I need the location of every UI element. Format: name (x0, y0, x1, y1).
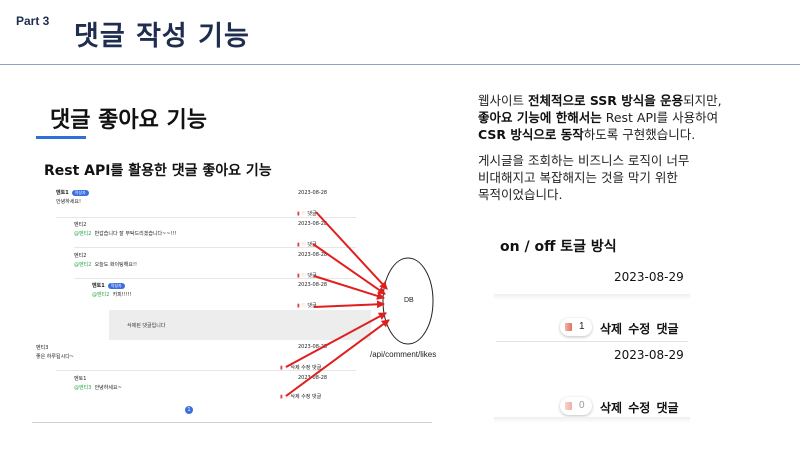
like-toggle-button[interactable]: 0 (560, 397, 592, 415)
comment-date: 2023-08-28 (298, 344, 328, 350)
like-count: 0 (579, 400, 585, 411)
like-icon[interactable]: ▮ ♡ (297, 273, 306, 279)
page-title: 댓글 작성 기능 (74, 21, 250, 52)
section-subtitle: Rest API를 활용한 댓글 좋아요 기능 (44, 163, 272, 179)
desc-line: 비대해지고 복잡해지는 것을 막기 위한 (478, 170, 678, 185)
desc-text: 하도록 구현했습니다. (583, 127, 696, 142)
section-underline (36, 136, 86, 139)
comment-text-row: @멘티2 오늘도 화이팅해요!! (74, 261, 137, 268)
comment-text: 안녕하세요~ (94, 385, 122, 391)
comment-date: 2023-08-28 (298, 252, 328, 258)
toggle-title: on / off 토글 방식 (500, 239, 617, 255)
desc-text: 웹사이트 (478, 93, 528, 108)
description-paragraph-1: 웹사이트 전체적으로 SSR 방식을 운용되지만, 좋아요 기능에 한해서는 R… (478, 92, 722, 143)
comment-like-reply: ▮ ♡ 댓글 (297, 272, 317, 279)
author-badge: 작성자 (107, 283, 125, 289)
comment-actions: ▮ ♡ 삭제 수정 댓글 (280, 393, 321, 400)
row-shadow (494, 417, 690, 423)
comment-date: 2023-08-28 (298, 375, 328, 381)
reply-link[interactable]: 댓글 (307, 211, 317, 217)
description-paragraph-2: 게시글을 조회하는 비즈니스 로직이 너무 비대해지고 복잡해지는 것을 막기 … (478, 152, 689, 203)
like-icon[interactable]: ▮ ♡ (297, 242, 306, 248)
comment-date: 2023-08-28 (298, 221, 328, 227)
comment-date: 2023-08-29 (614, 270, 684, 284)
comment-author: 멘티3 (36, 345, 49, 351)
comment-text: 안녕하세요! (56, 199, 82, 205)
comment-text: 반갑습니다 잘 부탁드리겠습니다~~!!! (94, 231, 177, 237)
pagination-page[interactable]: 1 (185, 406, 193, 414)
author-badge: 작성자 (71, 190, 89, 196)
like-icon[interactable]: ▮ ♡ (280, 394, 289, 400)
row-shadow (494, 294, 690, 300)
like-count: 1 (579, 321, 585, 332)
deleted-comment-text: 삭제된 댓글입니다 (127, 323, 166, 329)
comment-mention: @멘티2 (74, 262, 92, 268)
comment-date: 2023-08-28 (298, 282, 328, 288)
reply-link[interactable]: 댓글 (307, 273, 317, 279)
section-title: 댓글 좋아요 기능 (50, 108, 207, 133)
comment-mention: @멘티2 (74, 231, 92, 237)
like-icon[interactable]: ▮ ♡ (297, 211, 306, 217)
comment-action-links[interactable]: 삭제 수정 댓글 (290, 394, 322, 400)
comment-text: 좋은 하루됩시다~ (36, 354, 74, 360)
comment-text: 오늘도 화이팅해요!! (94, 262, 137, 268)
db-label: DB (404, 297, 414, 304)
comment-author: 멘토1 (74, 376, 87, 382)
desc-text: Rest API를 사용하여 (601, 110, 719, 125)
comment-like-reply: ▮ ♡ 댓글 (297, 210, 317, 217)
like-icon (565, 402, 572, 410)
comment-mention: @멘티2 (92, 292, 110, 298)
desc-line: 목적이었습니다. (478, 187, 563, 202)
mock-bottom-divider (32, 422, 432, 423)
api-endpoint-label: /api/comment/likes (370, 350, 437, 359)
row-divider (496, 341, 688, 342)
comment-author: 멘토1 (92, 283, 105, 289)
comment-divider (74, 247, 356, 248)
deleted-comment: 삭제된 댓글입니다 (109, 310, 371, 340)
reply-link[interactable]: 댓글 (307, 303, 317, 309)
desc-emphasis: 좋아요 기능에 한해서는 (478, 110, 602, 125)
comment-divider (56, 370, 356, 371)
comment-date: 2023-08-28 (298, 190, 328, 196)
comment-like-reply: ▮ ♡ 댓글 (297, 241, 317, 248)
like-icon[interactable]: ▮ ♡ (297, 303, 306, 309)
part-label: Part 3 (16, 14, 50, 28)
comment-text: 카피!!!!! (112, 292, 132, 298)
desc-emphasis: 전체적으로 SSR 방식을 운용 (527, 93, 684, 108)
desc-text: 되지만, (683, 93, 722, 108)
comment-author: 멘토1 (56, 190, 69, 196)
desc-line: 게시글을 조회하는 비즈니스 로직이 너무 (478, 153, 690, 168)
comment-text-row: @멘티2 카피!!!!! (92, 291, 132, 298)
comment-divider (56, 217, 356, 218)
comment-divider (74, 278, 356, 279)
comment-mention: @멘티3 (74, 385, 92, 391)
comment-text-row: @멘티2 반갑습니다 잘 부탁드리겠습니다~~!!! (74, 230, 177, 237)
like-icon (565, 323, 572, 331)
comment-date: 2023-08-29 (614, 348, 684, 362)
header-divider (0, 64, 800, 65)
like-icon[interactable]: ▮ ♡ (280, 365, 289, 371)
comment-author: 멘티2 (74, 222, 87, 228)
comment-like-reply: ▮ ♡ 댓글 (297, 302, 317, 309)
like-toggle-button[interactable]: 1 (560, 318, 592, 336)
comment-action-links[interactable]: 삭제 수정 댓글 (600, 401, 679, 415)
desc-emphasis: CSR 방식으로 동작 (478, 127, 584, 142)
comment-author: 멘티2 (74, 253, 87, 259)
comment-text-row: @멘티3 안녕하세요~ (74, 384, 122, 391)
reply-link[interactable]: 댓글 (307, 242, 317, 248)
comment-action-links[interactable]: 삭제 수정 댓글 (600, 322, 679, 336)
